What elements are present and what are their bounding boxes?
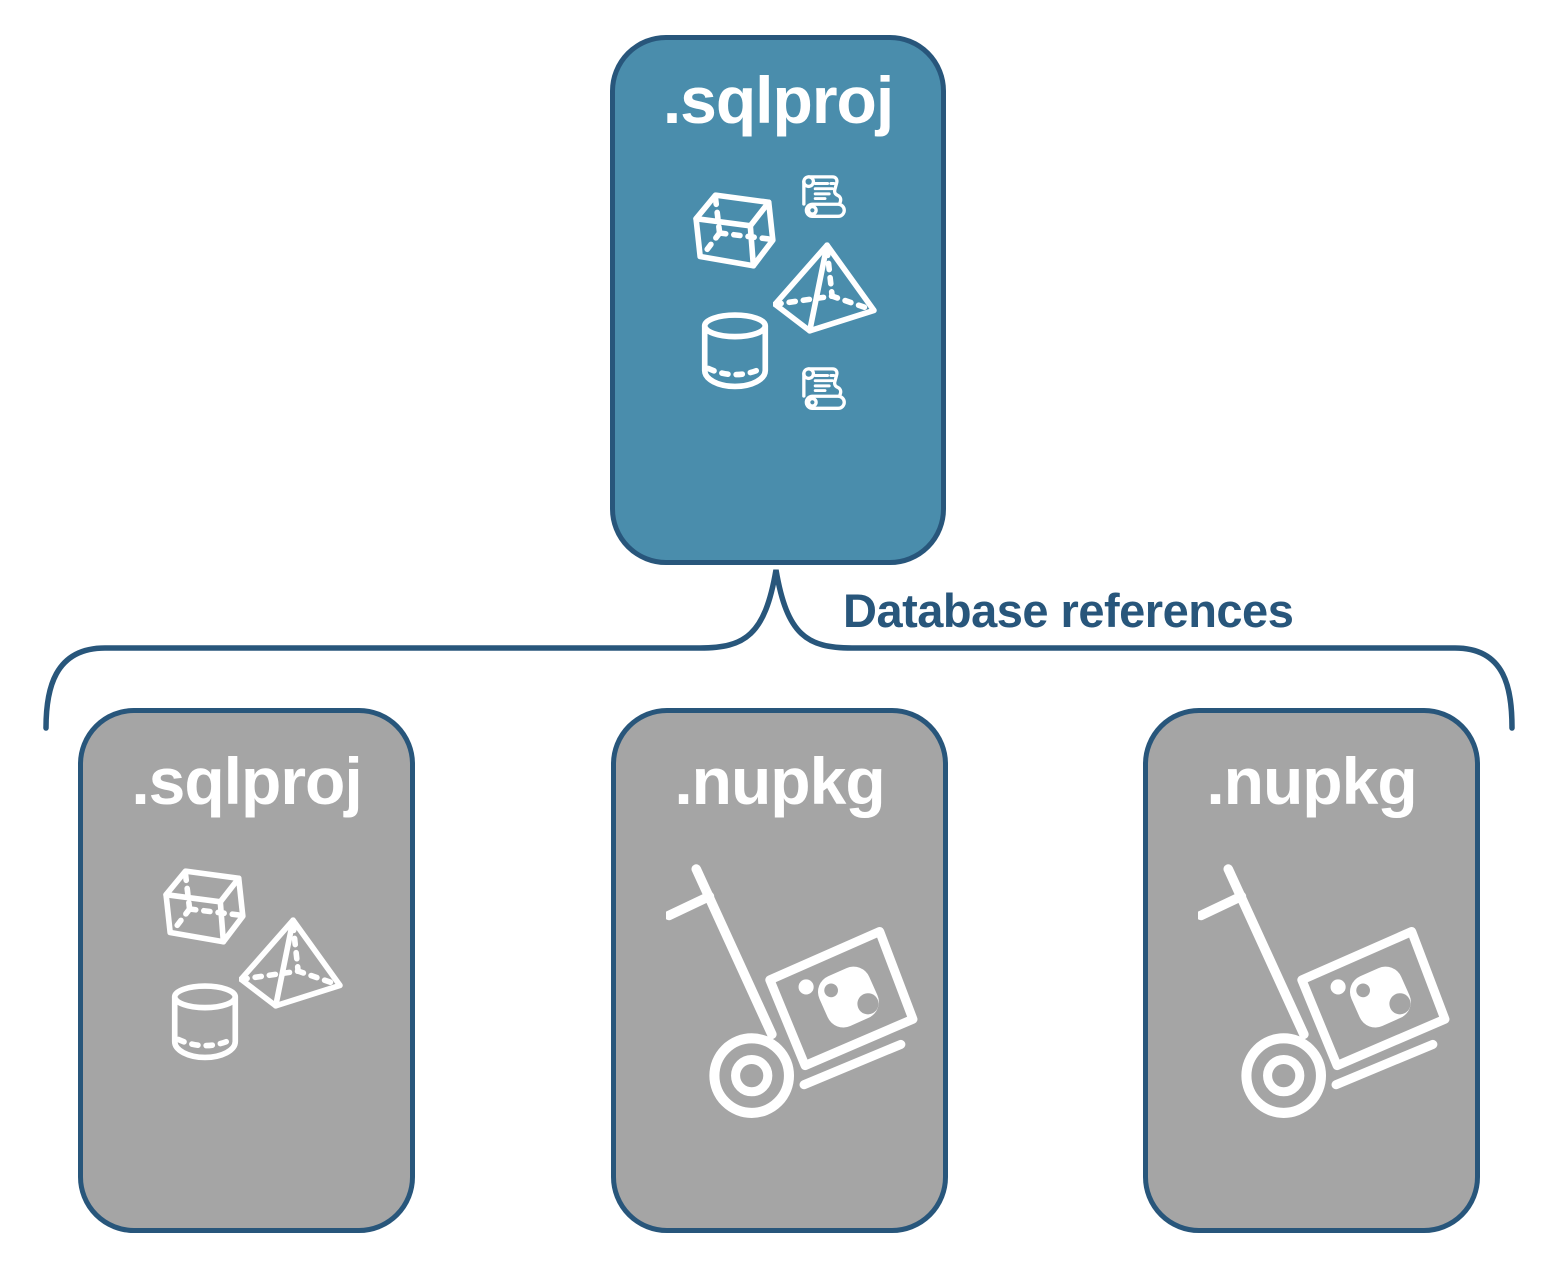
child-card-title: .nupkg: [1206, 744, 1417, 818]
cube-icon: [163, 868, 251, 950]
hand-truck-package-icon: [666, 861, 918, 1125]
child-card-title: .nupkg: [674, 744, 885, 818]
pyramid-icon: [773, 242, 877, 334]
child-card-nupkg: .nupkg: [611, 708, 948, 1233]
child-card-title: .sqlproj: [131, 744, 362, 818]
root-card-title: .sqlproj: [662, 63, 894, 137]
hand-truck-package-icon: [1198, 861, 1450, 1125]
pyramid-icon: [239, 917, 343, 1009]
child-card-nupkg: .nupkg: [1143, 708, 1480, 1233]
scroll-icon: [797, 170, 851, 224]
child-card-sqlproj: .sqlproj: [78, 708, 415, 1233]
connector-label: Database references: [843, 584, 1294, 637]
cube-icon: [693, 192, 781, 274]
scroll-icon: [797, 362, 851, 416]
cylinder-icon: [171, 983, 239, 1061]
cylinder-icon: [701, 312, 769, 390]
database-references-brace-connector: [43, 569, 1515, 731]
root-card-sqlproj: .sqlproj: [610, 35, 946, 565]
